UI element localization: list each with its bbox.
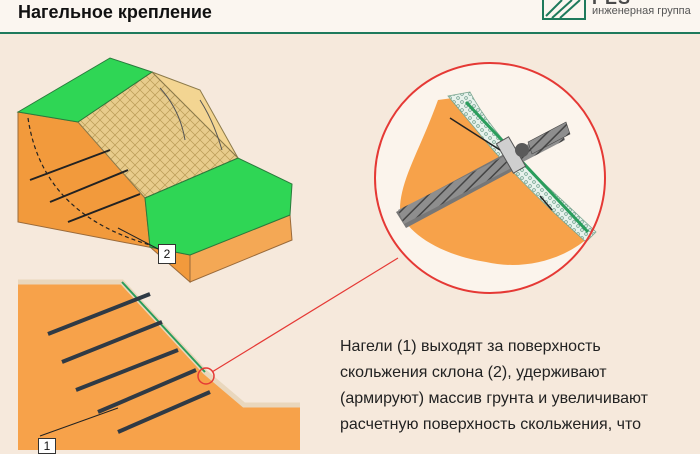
caption-line: (армируют) массив грунта и увеличивают [340, 390, 649, 407]
zoom-nut [515, 143, 529, 157]
top-grass [16, 57, 154, 123]
title-rule [0, 32, 700, 34]
logo-text: PES [592, 0, 631, 9]
isometric-slope-block [16, 57, 293, 284]
block-nail [49, 169, 129, 203]
caption-line: расчетную поверхность скольжения, что [340, 416, 641, 433]
label-1-leader [39, 407, 119, 437]
section-soil [18, 282, 300, 450]
detail-zoom [374, 62, 606, 294]
page-title: Нагельное крепление [18, 2, 212, 22]
slope-face-edge [151, 71, 239, 159]
nail-5 [117, 390, 211, 434]
nail-1 [47, 292, 151, 336]
bottom-grass [144, 157, 293, 256]
slip-surface-curve [27, 117, 151, 246]
zoom-bar-end [527, 121, 571, 155]
slip-surface-label: 2 [158, 244, 176, 264]
block-nail [29, 149, 111, 181]
zoom-bolt [539, 195, 553, 211]
logo-icon [542, 0, 586, 20]
nail-2 [61, 320, 163, 364]
block-nail [67, 193, 141, 223]
caption-line: Нагели (1) выходят за поверхность [340, 338, 601, 355]
cable-lines [159, 87, 223, 151]
zoom-facing [464, 100, 590, 234]
zoom-bolt [449, 117, 501, 151]
detail-marker [197, 367, 215, 385]
header-bar: Нагельное крепление PES инженерная групп… [0, 0, 700, 34]
zoom-circle-outline [374, 62, 606, 294]
cross-section [18, 257, 399, 450]
facing-line [121, 281, 206, 373]
caption-text: Нагели (1) выходят за поверхность скольж… [340, 334, 690, 438]
logo-subtitle: инженерная группа [592, 5, 691, 17]
nail-3 [75, 348, 179, 392]
detail-link [211, 257, 399, 373]
label-2-leader [117, 227, 161, 251]
nail-label: 1 [38, 438, 56, 454]
nail-4 [97, 368, 197, 414]
caption-line: скольжения склона (2), удерживают [340, 364, 607, 381]
